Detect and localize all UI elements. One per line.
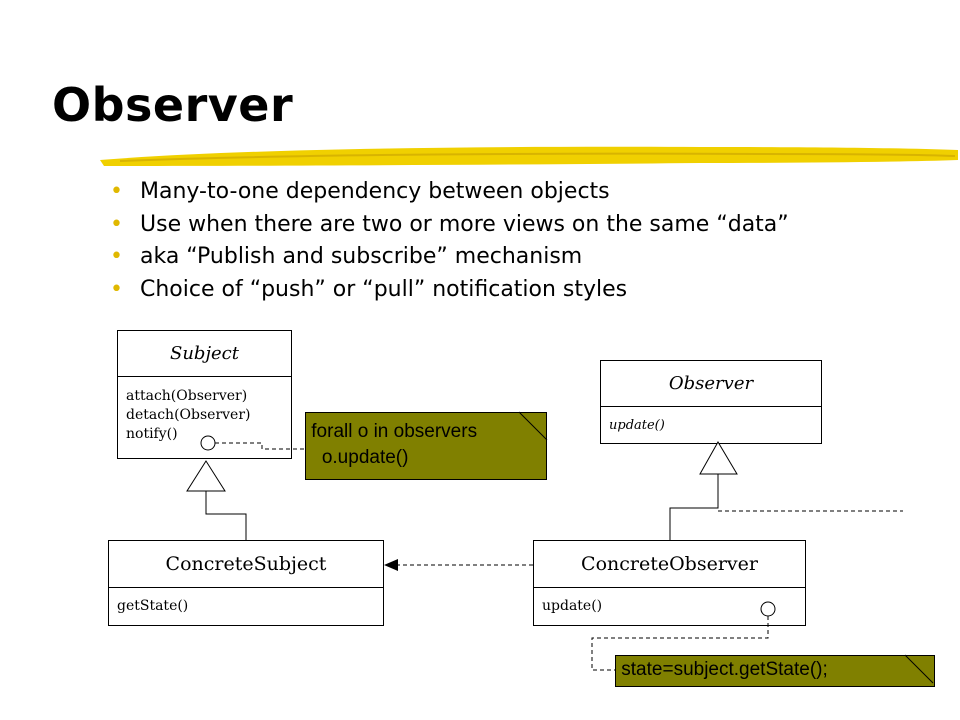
concrete-observer-operations: update() bbox=[542, 598, 603, 614]
concrete-observer-class-box: ConcreteObserver update() bbox=[533, 540, 806, 626]
bullet-item: • Many-to-one dependency between objects bbox=[110, 176, 789, 209]
bullet-dot: • bbox=[110, 276, 123, 302]
subject-class-name: Subject bbox=[118, 331, 291, 377]
slide-title: Observer bbox=[52, 78, 294, 132]
dependency-arrowhead bbox=[384, 559, 398, 571]
note-fold-corner bbox=[518, 411, 548, 441]
concrete-observer-class-name: ConcreteObserver bbox=[534, 541, 805, 588]
note-anchor-circle bbox=[200, 435, 216, 451]
bullet-text: aka “Publish and subscribe” mechanism bbox=[140, 244, 583, 269]
bullet-text: Use when there are two or more views on … bbox=[140, 211, 789, 237]
bullet-text: Many-to-one dependency between objects bbox=[140, 179, 610, 204]
bullet-text: Choice of “push” or “pull” notification … bbox=[140, 276, 628, 302]
concrete-subject-class-name: ConcreteSubject bbox=[109, 541, 383, 588]
bullet-dot: • bbox=[110, 211, 123, 237]
note-anchor-line bbox=[591, 616, 769, 671]
bullet-item: • Use when there are two or more views on… bbox=[110, 209, 789, 242]
observer-operations: update() bbox=[609, 418, 665, 433]
concrete-subject-class-box: ConcreteSubject getState() bbox=[108, 540, 384, 626]
generalization-line bbox=[205, 491, 247, 540]
note-anchor-line bbox=[215, 442, 305, 450]
observer-class-name: Observer bbox=[601, 361, 821, 407]
note-fold-corner bbox=[904, 654, 934, 684]
generalization-arrow bbox=[186, 460, 226, 492]
bullet-dot: • bbox=[110, 179, 123, 204]
observer-class-box: Observer update() bbox=[600, 360, 822, 444]
notify-implementation-note: forall o in observers o.update() bbox=[305, 412, 547, 480]
bullet-list: •Many-to-one dependency between objects … bbox=[110, 176, 789, 306]
generalization-line bbox=[669, 474, 719, 540]
note-anchor-circle bbox=[760, 601, 776, 617]
bullet-item: • aka “Publish and subscribe” mechanism bbox=[110, 241, 789, 274]
bullet-item: • Choice of “push” or “pull” notification… bbox=[110, 274, 789, 307]
update-implementation-note: state=subject.getState(); bbox=[615, 655, 935, 687]
generalization-arrow bbox=[699, 441, 738, 475]
concrete-subject-operations: getState() bbox=[117, 598, 189, 614]
bullet-dot: • bbox=[110, 244, 123, 269]
subject-operations: attach(Observer) detach(Observer) notify… bbox=[126, 388, 251, 442]
